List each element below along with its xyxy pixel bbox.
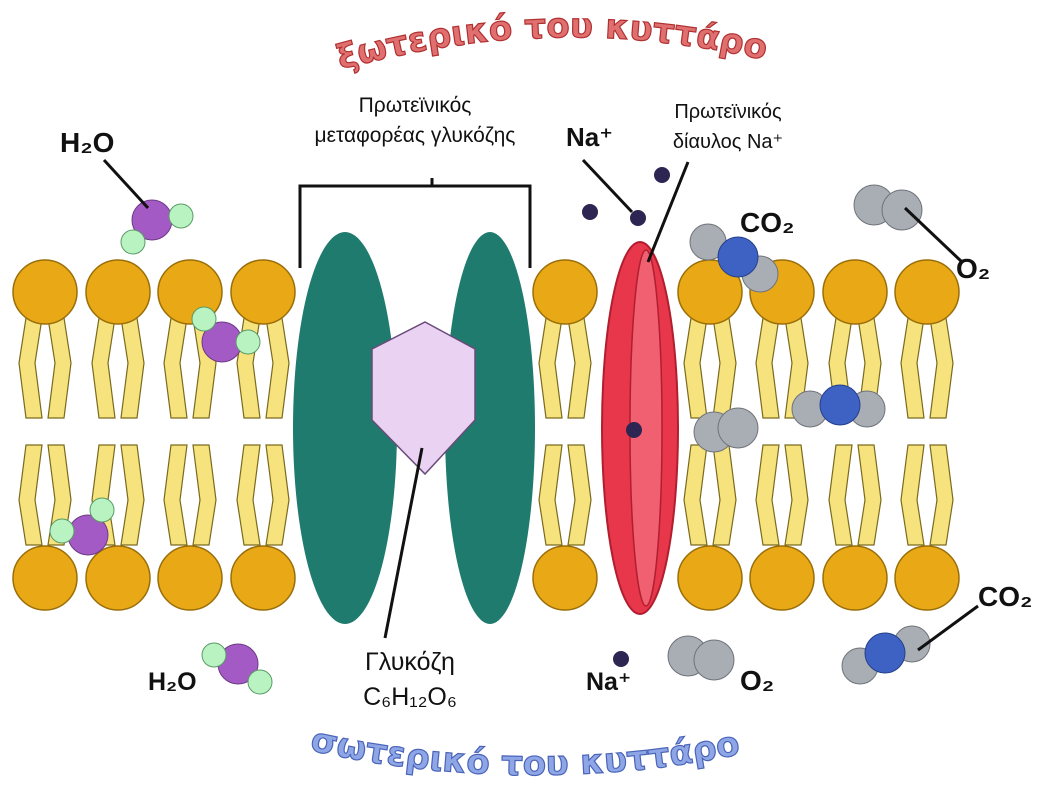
- lipid-head: [750, 546, 814, 610]
- lipid-tail: [568, 445, 591, 545]
- lipid-tail: [121, 445, 144, 545]
- sodium-ion: [613, 651, 629, 667]
- channel-label-line1: Πρωτεϊνικός: [674, 101, 782, 123]
- lipid-tail: [266, 445, 289, 545]
- lipid-head: [533, 260, 597, 324]
- channel-label-line2: δίαυλος Na⁺: [673, 131, 783, 153]
- lipid-tail: [829, 445, 852, 545]
- lipid-tail: [901, 445, 924, 545]
- o2-bottom-label: O₂: [740, 665, 774, 696]
- lipid-head: [895, 260, 959, 324]
- sodium-channel: [602, 162, 688, 614]
- co2-right-pointer: [918, 606, 978, 650]
- lipid-head: [823, 260, 887, 324]
- na-top-label: Na⁺: [566, 122, 613, 152]
- glucose-label-line2: C₆H₁₂O₆: [363, 683, 457, 711]
- co2-molecule: [842, 626, 930, 684]
- lipid-head: [86, 260, 150, 324]
- lipid-tail: [713, 445, 736, 545]
- sodium-ion: [582, 204, 598, 220]
- lipid-head: [231, 260, 295, 324]
- lipid-tail: [539, 445, 562, 545]
- outside-cell-title: Εξωτερικό του κυττάρου: [0, 0, 771, 78]
- lipid-tail: [684, 445, 707, 545]
- lipid-tail: [901, 318, 924, 418]
- sodium-ion: [626, 422, 642, 438]
- lipid-tail: [19, 318, 42, 418]
- lipid-head: [158, 546, 222, 610]
- o2-molecule: [668, 636, 734, 680]
- lipid-head: [678, 546, 742, 610]
- glucose-label-line1: Γλυκόζη: [365, 648, 455, 676]
- o2-top-pointer: [905, 208, 962, 262]
- lipid-tail: [713, 318, 736, 418]
- lipid-tail: [48, 318, 71, 418]
- lipid-head: [86, 546, 150, 610]
- na-bottom-label: Na⁺: [586, 668, 631, 696]
- lipid-tail: [930, 318, 953, 418]
- lipid-tail: [684, 318, 707, 418]
- lipid-tail: [121, 318, 144, 418]
- o2-molecule: [694, 408, 758, 452]
- lipid-tail: [266, 318, 289, 418]
- co2-top-label: CO₂: [740, 207, 794, 238]
- transporter-label-line1: Πρωτεϊνικός: [359, 94, 472, 117]
- co2-molecule: [792, 385, 885, 427]
- lipid-head: [231, 546, 295, 610]
- lipid-tail: [756, 445, 779, 545]
- sodium-ion: [654, 167, 670, 183]
- lipid-head: [895, 546, 959, 610]
- lipid-tail: [92, 318, 115, 418]
- lipid-head: [13, 546, 77, 610]
- o2-molecule: [854, 185, 922, 230]
- lipid-head: [13, 260, 77, 324]
- water-molecules: [50, 160, 272, 694]
- lipid-tail: [539, 318, 562, 418]
- sodium-ion: [630, 210, 646, 226]
- water-molecule: [121, 200, 193, 254]
- lipid-tail: [930, 445, 953, 545]
- glucose-transporter: [293, 178, 535, 638]
- lipid-tail: [193, 445, 216, 545]
- h2o-top-pointer: [104, 160, 148, 208]
- h2o-bottom-label: H₂O: [148, 668, 197, 696]
- lipid-tail: [19, 445, 42, 545]
- lipid-tail: [756, 318, 779, 418]
- lipid-tail: [785, 445, 808, 545]
- lipid-head: [823, 546, 887, 610]
- transporter-label-line2: μεταφορέας γλυκόζης: [315, 124, 516, 147]
- co2-right-label: CO₂: [978, 581, 1032, 612]
- lipid-tail: [164, 445, 187, 545]
- h2o-top-label: H₂O: [60, 127, 114, 158]
- lipid-tail: [237, 445, 260, 545]
- lipid-tail: [858, 445, 881, 545]
- lipid-tail: [164, 318, 187, 418]
- water-molecule: [202, 643, 272, 694]
- o2-top-label: O₂: [956, 253, 990, 284]
- lipid-head: [533, 546, 597, 610]
- lipid-tail: [568, 318, 591, 418]
